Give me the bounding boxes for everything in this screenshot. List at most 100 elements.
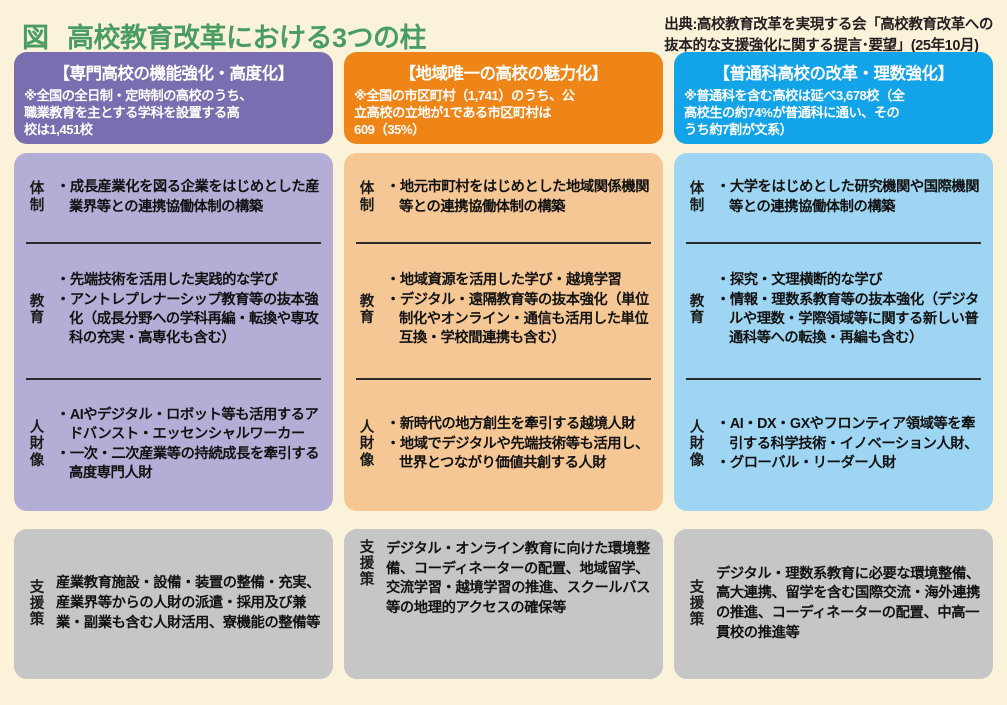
row-label-system-char: 制 xyxy=(359,197,375,214)
row-items-system: ・大学をはじめとした研究機関や国際機関等との連携協働体制の構築 xyxy=(712,178,983,217)
pillar-header-note-line: 職業教育を主とする学科を設置する高 xyxy=(24,104,240,120)
bullet-item: ・情報・理数系教育等の抜本強化（デジタルや理数・学際領域等に関する新しい普通科等… xyxy=(716,291,979,347)
row-label-talent-char: 人 xyxy=(689,420,705,437)
bullet-item: ・探究・文理横断的な学び xyxy=(716,272,883,289)
source-line-2: 抜本的な支援強化に関する提言･要望」(25年10月) xyxy=(664,38,979,55)
row-label-support: 支援策 xyxy=(24,580,50,629)
pillar-columns: 【専門高校の機能強化・高度化】 ※全国の全日制・定時制の高校のうち、職業教育を主… xyxy=(0,52,1007,679)
row-label-education: 教育 xyxy=(352,294,382,326)
bullet-item: ・地域資源を活用した学び・越境学習 xyxy=(386,272,622,289)
row-label-support-char: 援 xyxy=(29,595,45,612)
figure-mark: 図 xyxy=(22,23,49,53)
row-label-education-char: 育 xyxy=(359,310,375,326)
support-measures-card: 支援策 デジタル・理数系教育に必要な環境整備、高大連携、留学を含む国際交流・海外… xyxy=(674,529,993,679)
pillar-header-note-line: 高校生の約74%が普通科に通い、その xyxy=(684,104,900,120)
row-items-talent: ・AI・DX・GXやフロンティア領域等を牽引する科学技術・イノベーション人財、・… xyxy=(712,415,983,473)
row-education: 教育 ・探究・文理横断的な学び・情報・理数系教育等の抜本強化（デジタルや理数・学… xyxy=(674,242,993,378)
support-measures-card: 支援策 産業教育施設・設備・装置の整備・充実、産業界等からの人財の派遣・採用及び… xyxy=(14,529,333,679)
pillar-column-regional-only-high-school: 【地域唯一の高校の魅力化】 ※全国の市区町村（1,741）のうち、公立高校の立地… xyxy=(344,52,663,679)
support-measures-card: 支援策 デジタル・オンライン教育に向けた環境整備、コーディネーターの配置、地域留… xyxy=(344,529,663,679)
row-label-talent: 人財像 xyxy=(682,420,712,469)
row-label-support-char: 策 xyxy=(359,572,375,589)
row-label-talent-char: 像 xyxy=(359,452,375,469)
row-items-talent: ・新時代の地方創生を牽引する越境人財・地域でデジタルや先端技術等も活用し、世界と… xyxy=(382,415,653,473)
row-label-system-char: 体 xyxy=(689,181,705,198)
row-label-support-char: 援 xyxy=(359,556,375,573)
row-label-talent-char: 財 xyxy=(359,436,375,453)
row-label-education: 教育 xyxy=(682,294,712,326)
bullet-item: ・地元市町村をはじめとした地域関係機関等との連携協働体制の構築 xyxy=(386,179,650,215)
row-label-talent-char: 像 xyxy=(29,452,45,469)
row-label-talent-char: 人 xyxy=(359,420,375,437)
pillar-body-card: 体制 ・大学をはじめとした研究機関や国際機関等との連携協働体制の構築 教育 ・探… xyxy=(674,153,993,511)
support-measures-text: 産業教育施設・設備・装置の整備・充実、産業界等からの人財の派遣・採用及び兼業・副… xyxy=(56,575,321,631)
row-system: 体制 ・成長産業化を図る企業をはじめとした産業界等との連携協働体制の構築 xyxy=(14,153,333,242)
pillar-column-general-course-high-school: 【普通科高校の改革・理数強化】 ※普通科を含む高校は延べ3,678校（全高校生の… xyxy=(674,52,993,679)
row-label-system-char: 体 xyxy=(29,181,45,198)
bullet-item: ・地域でデジタルや先端技術等も活用し、世界とつながり価値共創する人財 xyxy=(386,435,649,472)
row-label-system-char: 制 xyxy=(29,197,45,214)
row-education: 教育 ・先端技術を活用した実践的な学び・アントレプレナーシップ教育等の抜本強化（… xyxy=(14,242,333,378)
row-talent: 人財像 ・AIやデジタル・ロボット等も活用するアドバンスト・エッセンシャルワーカ… xyxy=(14,378,333,511)
pillar-header-title: 【普通科高校の改革・理数強化】 xyxy=(713,65,955,83)
pillar-header-note-line: ※全国の全日制・定時制の高校のうち、 xyxy=(24,88,253,103)
row-label-support-char: 支 xyxy=(689,579,705,596)
row-label-talent-char: 人 xyxy=(29,420,45,437)
row-label-support-char: 支 xyxy=(359,540,375,556)
row-label-support-char: 策 xyxy=(29,612,45,629)
row-label-support-char: 策 xyxy=(689,612,705,629)
row-items-system: ・成長産業化を図る企業をはじめとした産業界等との連携協働体制の構築 xyxy=(52,178,323,217)
pillar-header-note: ※普通科を含む高校は延べ3,678校（全高校生の約74%が普通科に通い、そのうち… xyxy=(684,88,983,139)
source-citation: 出典:高校教育改革を実現する会「高校教育改革への 抜本的な支援強化に関する提言･… xyxy=(664,14,993,57)
support-measures-text: デジタル・理数系教育に必要な環境整備、高大連携、留学を含む国際交流・海外連携の推… xyxy=(716,565,981,641)
row-label-talent-char: 財 xyxy=(689,436,705,453)
page-title-text: 高校教育改革における3つの柱 xyxy=(67,23,427,53)
row-label-education-char: 育 xyxy=(29,310,45,326)
row-label-education-char: 教 xyxy=(359,293,375,310)
pillar-header-note-line: ※全国の市区町村（1,741）のうち、公 xyxy=(354,88,575,103)
row-label-system: 体制 xyxy=(682,181,712,213)
row-label-support-char: 支 xyxy=(29,579,45,596)
bullet-item: ・デジタル・遠隔教育等の抜本強化（単位制化やオンライン・通信も活用した単位互換・… xyxy=(386,291,649,347)
row-label-education: 教育 xyxy=(22,294,52,326)
bullet-item: ・成長産業化を図る企業をはじめとした産業界等との連携協働体制の構築 xyxy=(56,179,320,215)
row-education: 教育 ・地域資源を活用した学び・越境学習・デジタル・遠隔教育等の抜本強化（単位制… xyxy=(344,242,663,378)
row-system: 体制 ・大学をはじめとした研究機関や国際機関等との連携協働体制の構築 xyxy=(674,153,993,242)
row-items-education: ・地域資源を活用した学び・越境学習・デジタル・遠隔教育等の抜本強化（単位制化やオ… xyxy=(382,271,653,349)
row-label-support-char: 援 xyxy=(689,595,705,612)
pillar-header-note-line: うち約7割が文系） xyxy=(684,121,793,137)
row-talent: 人財像 ・AI・DX・GXやフロンティア領域等を牽引する科学技術・イノベーション… xyxy=(674,378,993,511)
pillar-header-note-line: ※普通科を含む高校は延べ3,678校（全 xyxy=(684,88,905,103)
support-measures-text: デジタル・オンライン教育に向けた環境整備、コーディネーターの配置、地域留学、交流… xyxy=(386,541,651,617)
page-header: 図 高校教育改革における3つの柱 出典:高校教育改革を実現する会「高校教育改革へ… xyxy=(0,0,1007,55)
bullet-item: ・先端技術を活用した実践的な学び xyxy=(56,272,278,289)
row-label-talent-char: 財 xyxy=(29,436,45,453)
row-label-support: 支援策 xyxy=(354,540,380,589)
row-label-talent: 人財像 xyxy=(352,420,382,469)
bullet-item: ・大学をはじめとした研究機関や国際機関等との連携協働体制の構築 xyxy=(716,179,980,215)
row-items-education: ・先端技術を活用した実践的な学び・アントレプレナーシップ教育等の抜本強化（成長分… xyxy=(52,271,323,349)
row-label-education-char: 教 xyxy=(689,293,705,310)
pillar-body-card: 体制 ・地元市町村をはじめとした地域関係機関等との連携協働体制の構築 教育 ・地… xyxy=(344,153,663,511)
row-label-talent-char: 像 xyxy=(689,452,705,469)
row-items-talent: ・AIやデジタル・ロボット等も活用するアドバンスト・エッセンシャルワーカー・一次… xyxy=(52,406,323,484)
row-label-system-char: 制 xyxy=(689,197,705,214)
row-label-talent: 人財像 xyxy=(22,420,52,469)
row-label-support: 支援策 xyxy=(684,580,710,629)
row-talent: 人財像 ・新時代の地方創生を牽引する越境人財・地域でデジタルや先端技術等も活用し… xyxy=(344,378,663,511)
row-label-education-char: 育 xyxy=(689,310,705,326)
pillar-header-title: 【専門高校の機能強化・高度化】 xyxy=(53,65,295,83)
row-items-education: ・探究・文理横断的な学び・情報・理数系教育等の抜本強化（デジタルや理数・学際領域… xyxy=(712,271,983,349)
bullet-item: ・AI・DX・GXやフロンティア領域等を牽引する科学技術・イノベーション人財、 xyxy=(716,416,978,452)
page-title: 図 高校教育改革における3つの柱 xyxy=(22,14,427,55)
pillar-header-title: 【地域唯一の高校の魅力化】 xyxy=(399,65,609,83)
bullet-item: ・グローバル・リーダー人財 xyxy=(716,455,896,472)
bullet-item: ・一次・二次産業等の持続成長を牽引する高度専門人財 xyxy=(56,445,320,481)
pillar-header-card: 【普通科高校の改革・理数強化】 ※普通科を含む高校は延べ3,678校（全高校生の… xyxy=(674,52,993,144)
pillar-column-specialized-high-school: 【専門高校の機能強化・高度化】 ※全国の全日制・定時制の高校のうち、職業教育を主… xyxy=(14,52,333,679)
bullet-item: ・AIやデジタル・ロボット等も活用するアドバンスト・エッセンシャルワーカー xyxy=(56,406,319,443)
row-label-system: 体制 xyxy=(352,181,382,213)
row-label-system-char: 体 xyxy=(359,181,375,198)
source-line-1: 出典:高校教育改革を実現する会「高校教育改革への xyxy=(664,17,993,33)
